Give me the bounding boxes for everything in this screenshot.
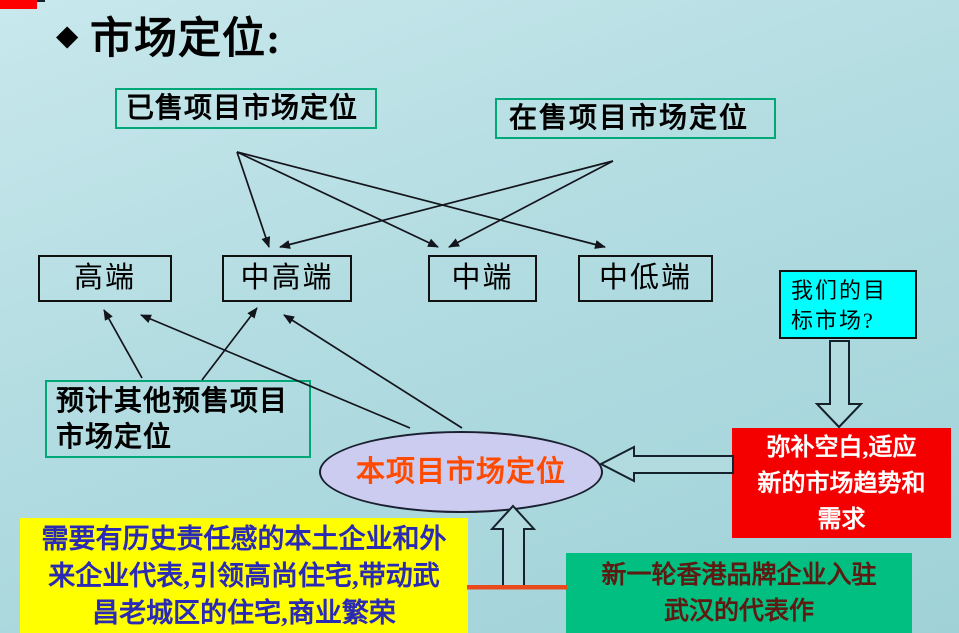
arrow-forecast-to-mid-high bbox=[201, 307, 258, 381]
fill-gap-line: 弥补空白,适应 bbox=[766, 435, 917, 461]
node-tier-mid-low: 中低端 bbox=[578, 255, 713, 302]
block-arrow-up-to-project bbox=[489, 504, 537, 589]
page-title: 市场定位: bbox=[90, 16, 282, 63]
responsibility-line: 需要有历史责任感的本土企业和外 bbox=[41, 524, 447, 554]
red-divider-line bbox=[467, 585, 567, 590]
forecast-line: 市场定位 bbox=[56, 422, 173, 453]
node-onsale-projects: 在售项目市场定位 bbox=[495, 98, 776, 139]
target-market-line: 我们的目 bbox=[791, 278, 888, 303]
responsibility-line: 昌老城区的住宅,商业繁荣 bbox=[92, 598, 396, 628]
title-diamond-bullet-icon: ◆ bbox=[56, 20, 79, 52]
fill-gap-line: 需求 bbox=[817, 507, 866, 533]
arrow-onsale-to-mid bbox=[448, 160, 614, 248]
hk-brand-line: 新一轮香港品牌企业入驻 bbox=[601, 562, 877, 589]
responsibility-line: 来企业代表,引领高尚住宅,带动武 bbox=[48, 561, 440, 591]
node-fill-gap: 弥补空白,适应 新的市场趋势和 需求 bbox=[732, 428, 951, 538]
node-sold-projects: 已售项目市场定位 bbox=[115, 88, 377, 129]
node-forecast-presale: 预计其他预售项目 市场定位 bbox=[45, 380, 311, 458]
node-responsibility: 需要有历史责任感的本土企业和外 来企业代表,引领高尚住宅,带动武 昌老城区的住宅… bbox=[20, 518, 468, 633]
node-tier-mid: 中端 bbox=[428, 255, 537, 302]
arrow-sold-to-mid bbox=[236, 151, 439, 248]
node-tier-mid-high: 中高端 bbox=[222, 255, 352, 302]
forecast-line: 预计其他预售项目 bbox=[56, 386, 289, 417]
node-this-project-ellipse: 本项目市场定位 bbox=[319, 431, 603, 513]
arrow-onsale-to-mid-high bbox=[279, 160, 614, 249]
corner-red-bar bbox=[0, 0, 37, 9]
node-target-market-question: 我们的目 标市场? bbox=[779, 270, 917, 339]
node-hk-brand: 新一轮香港品牌企业入驻 武汉的代表作 bbox=[566, 553, 912, 633]
node-tier-high: 高端 bbox=[38, 255, 172, 302]
target-market-line: 标市场? bbox=[791, 308, 875, 333]
arrow-sold-to-mid-high bbox=[236, 151, 271, 248]
hk-brand-line: 武汉的代表作 bbox=[663, 598, 814, 625]
block-arrow-left-gap-to-project bbox=[598, 445, 734, 483]
arrow-sold-to-mid-low bbox=[236, 151, 606, 249]
fill-gap-line: 新的市场趋势和 bbox=[757, 471, 926, 497]
arrow-forecast-to-high bbox=[103, 309, 143, 379]
block-arrow-down-target-to-gap bbox=[814, 340, 864, 429]
